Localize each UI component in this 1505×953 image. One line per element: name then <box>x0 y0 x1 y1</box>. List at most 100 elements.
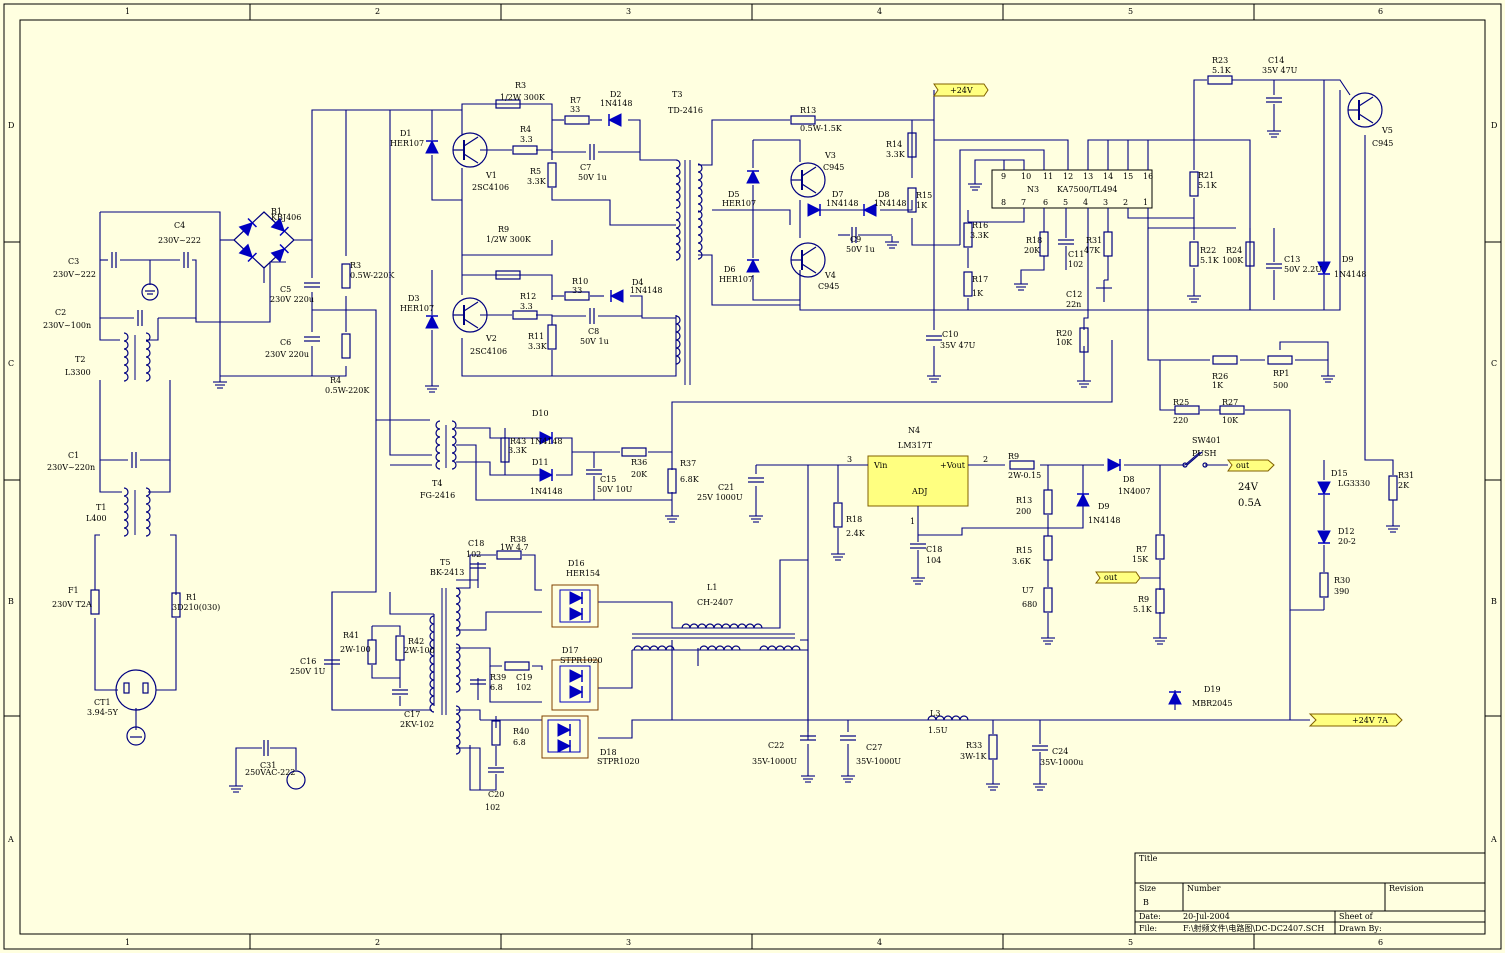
row-marker: D <box>1491 121 1497 130</box>
size-label: Size <box>1139 884 1156 893</box>
label-f1: F1 <box>68 586 79 595</box>
label-r13: R13 <box>800 106 816 115</box>
value-c8: 50V 1u <box>580 337 609 346</box>
row-marker: A <box>1490 835 1497 844</box>
col-marker: 2 <box>375 7 380 16</box>
label-r43: R43 <box>510 437 526 446</box>
row-marker: A <box>7 835 14 844</box>
transistor-v3 <box>790 162 826 198</box>
value-c3: 230V~222 <box>53 270 96 279</box>
ground-icon <box>840 769 856 783</box>
value-d4: 1N4148 <box>630 286 662 295</box>
value-r9b: 2W-0.15 <box>1008 471 1041 480</box>
fuse-f1 <box>90 589 100 615</box>
diode-d7 <box>807 203 821 217</box>
resistor-r31 <box>1103 231 1113 257</box>
pin-label: 1 <box>1143 198 1148 207</box>
ic-n4-part: LM317T <box>898 441 933 450</box>
value-r16: 3.3K <box>970 231 990 240</box>
label-r41: R41 <box>343 631 359 640</box>
row-marker: C <box>8 359 14 368</box>
label-d10: D10 <box>532 409 549 418</box>
resistor-r23 <box>1207 75 1233 85</box>
transistor-v4 <box>790 242 826 278</box>
output-stage-section: C18 102 R38 1W 4.7 T5 BK-2413 D16 HER154… <box>290 535 1290 812</box>
capacitor-c5 <box>303 282 321 288</box>
aux-transformer-t4 <box>435 420 457 470</box>
value-r31: 47K <box>1084 246 1101 255</box>
col-marker: 1 <box>125 7 130 16</box>
capacitor-c17 <box>391 689 409 695</box>
label-v2: V2 <box>485 334 497 343</box>
column-markers-bottom: 1 2 3 4 5 6 <box>125 938 1383 947</box>
value-r26: 1K <box>1212 381 1224 390</box>
resistor-r33 <box>988 734 998 760</box>
date-label: Date: <box>1139 912 1161 921</box>
inductor-l1 <box>681 623 763 629</box>
transistor-v5 <box>1347 92 1383 128</box>
pin-label: 16 <box>1143 172 1153 181</box>
label-c1: C1 <box>68 451 79 460</box>
ground-icon <box>1385 519 1401 533</box>
label-d8: D8 <box>878 190 890 199</box>
diode-d4 <box>610 289 624 303</box>
value-r42: 2W-100 <box>404 646 435 655</box>
pin-label: 12 <box>1063 172 1073 181</box>
label-c27: C27 <box>866 743 882 752</box>
regulator-section: Vin +Vout ADJ 3 2 1 N4 LM317T <box>697 426 1275 740</box>
port-label: +24V 7A <box>1352 716 1388 725</box>
ic-n4 <box>867 455 969 507</box>
value-r18b: 2.4K <box>846 529 866 538</box>
label-t2: T2 <box>75 355 85 364</box>
port-label: out <box>1236 461 1250 470</box>
value-f1: 230V T2A <box>52 600 92 609</box>
ic-n4-vin: Vin <box>873 461 887 470</box>
pwm-controller-section: 9 10 11 12 13 14 15 16 8 7 6 5 4 3 2 1 N… <box>934 56 1394 611</box>
label-r17: R17 <box>972 275 988 284</box>
earth-ground-icon <box>141 283 159 301</box>
value-r39: 6.8 <box>490 683 503 692</box>
value-d18: STPR1020 <box>597 757 640 766</box>
size-value: B <box>1143 898 1149 907</box>
ground-icon <box>985 777 1001 791</box>
port-label: out <box>1104 573 1118 582</box>
capacitor-c21 <box>747 477 765 483</box>
col-marker: 4 <box>877 7 882 16</box>
value-r11: 3.3K <box>528 342 548 351</box>
value-c6: 230V 220u <box>265 350 309 359</box>
resistor-r15b <box>1043 535 1053 561</box>
value-c15: 50V 10U <box>597 485 633 494</box>
ground-icon <box>884 235 900 249</box>
zener-d12 <box>1317 530 1331 544</box>
label-c22: C22 <box>768 741 784 750</box>
label-r40: R40 <box>513 727 529 736</box>
value-t1: L400 <box>86 514 107 523</box>
pin-label: 8 <box>1001 198 1006 207</box>
label-r9c: R9 <box>1138 595 1149 604</box>
resistor-r21 <box>1189 171 1199 197</box>
resistor-r13b <box>1043 489 1053 515</box>
diode-d8b <box>1107 458 1121 472</box>
label-c8: C8 <box>588 327 599 336</box>
value-r21: 5.1K <box>1198 181 1218 190</box>
label-r25: R25 <box>1173 398 1189 407</box>
ground-icon <box>1013 277 1029 291</box>
value-r14: 3.3K <box>886 150 906 159</box>
value-d10: 1N4148 <box>530 437 562 446</box>
value-r5: 3.3K <box>527 177 547 186</box>
rectifier-bridge-section: B1 KBJ406 C5 230V 220u C6 230V 220u R3 0… <box>220 109 432 793</box>
label-t5: T5 <box>440 558 450 567</box>
label-d12: D12 <box>1338 527 1355 536</box>
label-d8b: D8 <box>1123 475 1135 484</box>
row-marker: C <box>1491 359 1497 368</box>
drawn-by-label: Drawn By: <box>1339 924 1382 933</box>
switch-sw401[interactable] <box>1182 451 1208 468</box>
capacitor-c8 <box>589 307 595 325</box>
ic-n3 <box>991 169 1153 209</box>
diode-d11 <box>539 468 553 482</box>
diode-d3 <box>425 315 439 329</box>
value-r40: 6.8 <box>513 738 526 747</box>
resistor-r26 <box>1212 355 1238 365</box>
label-c3: C3 <box>68 257 79 266</box>
value-c4: 230V~222 <box>158 236 201 245</box>
